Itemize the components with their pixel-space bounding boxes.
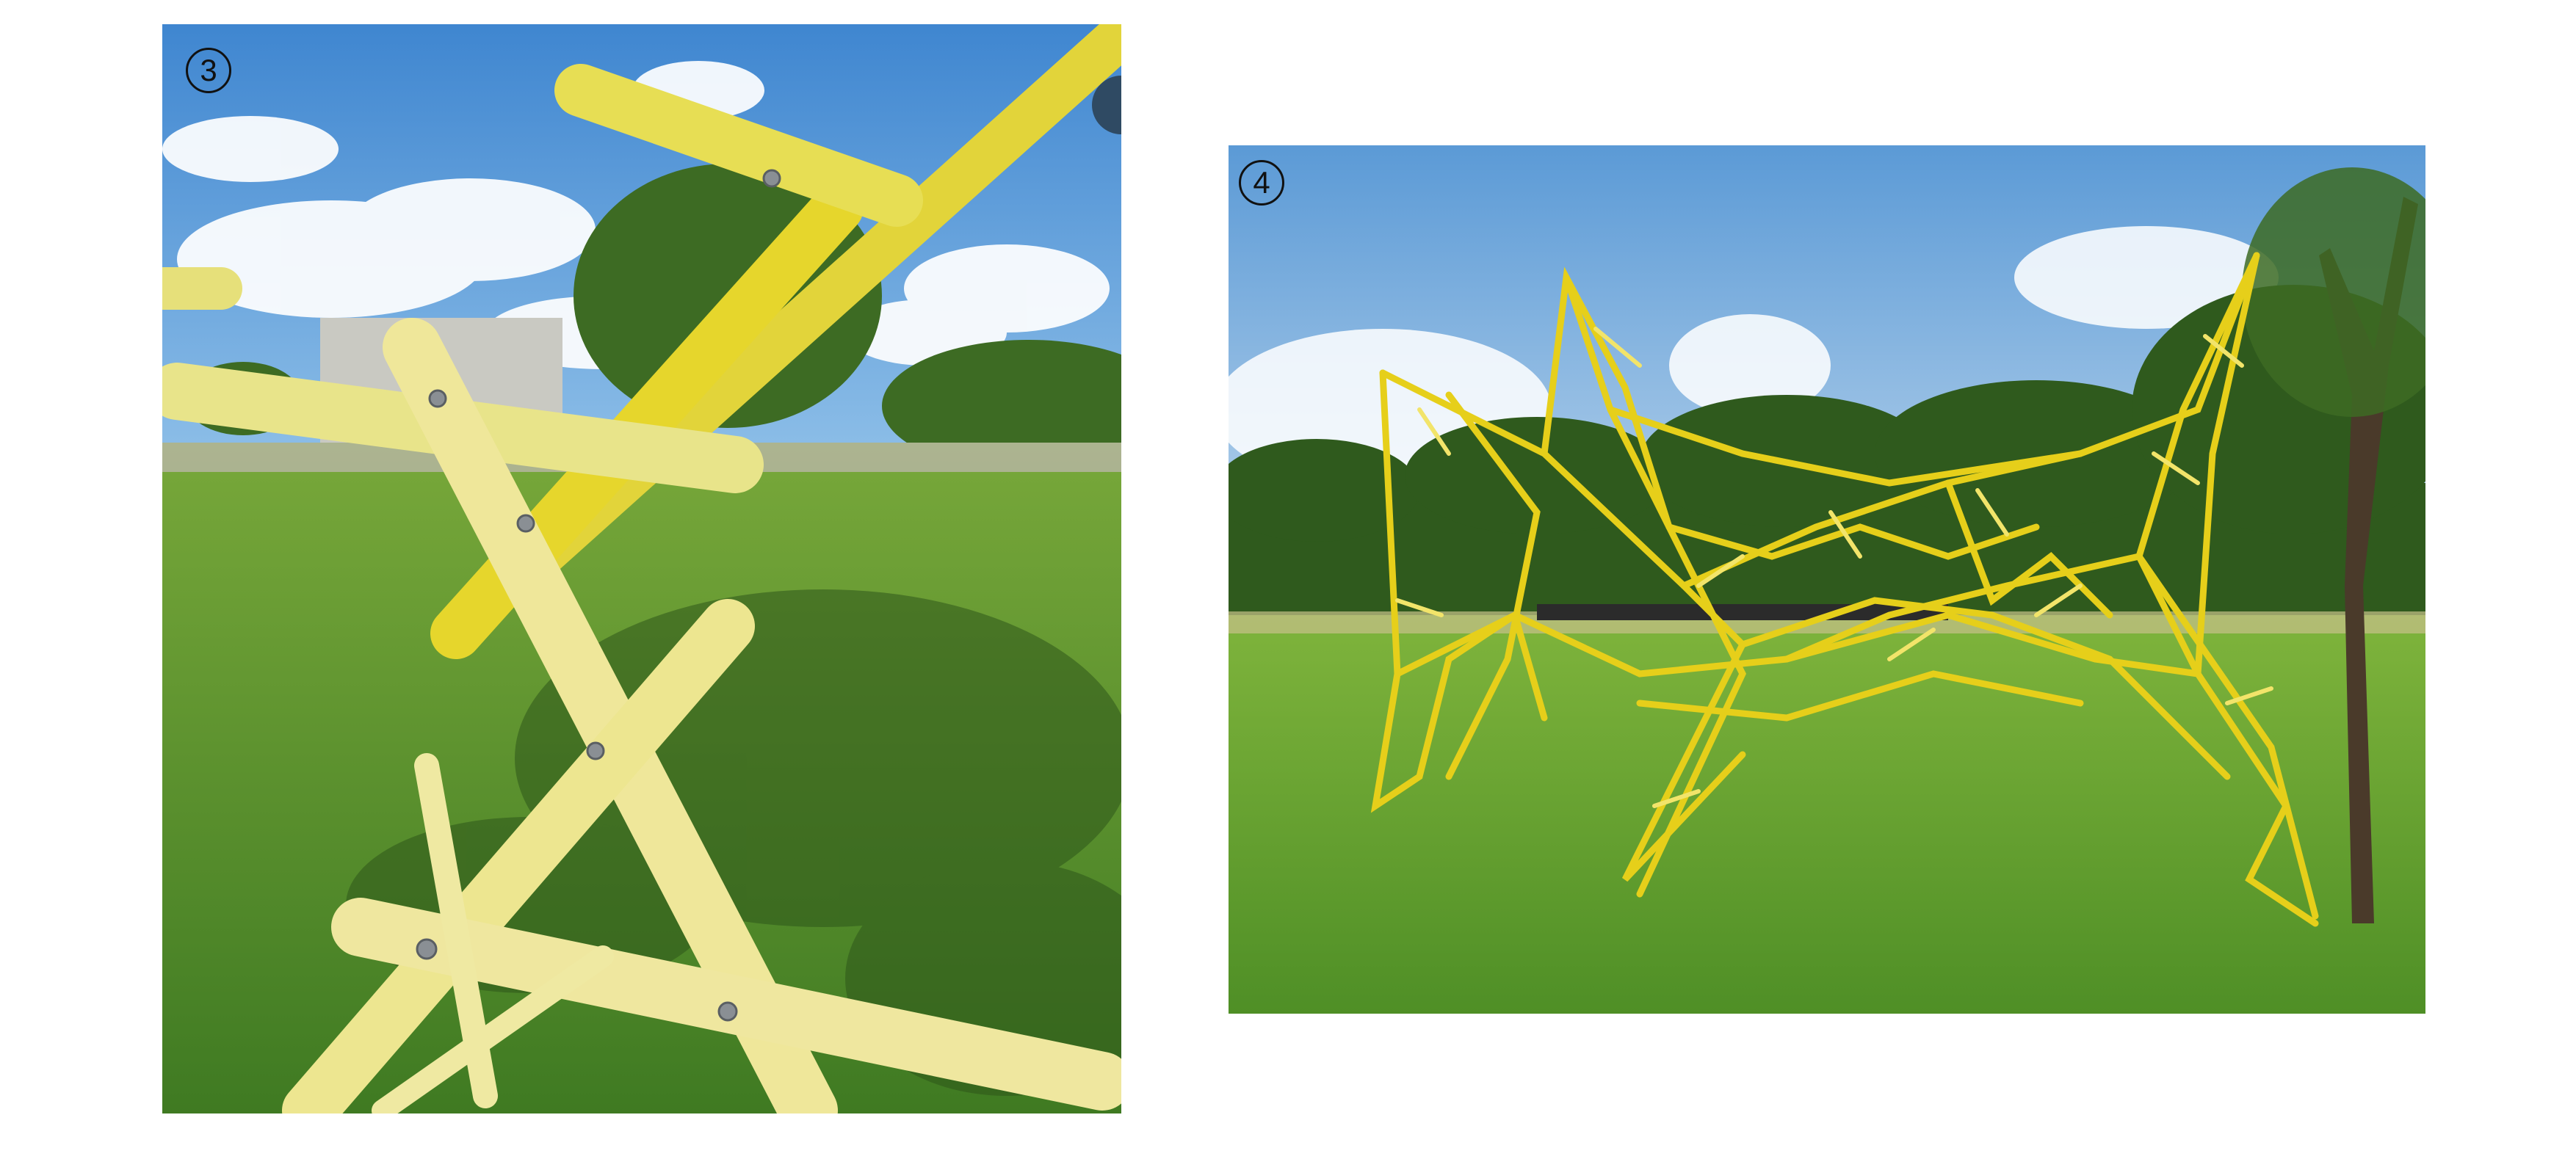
photo-sculpture-full: 4 (1229, 145, 2425, 1014)
sculpture-full-image (1229, 145, 2425, 1014)
lawn (1229, 615, 2425, 1014)
lattice-crossbars (1395, 327, 2273, 808)
figure-number-badge: 4 (1239, 160, 1284, 206)
tube-end (1092, 76, 1121, 134)
yellow-lattice-sculpture (1370, 252, 2319, 927)
sculpture-closeup-image (162, 24, 1121, 1113)
figure-number-badge: 3 (186, 48, 231, 93)
bolts (416, 169, 781, 1022)
photo-sculpture-closeup: 3 (162, 24, 1121, 1113)
tree-canopy (2242, 167, 2425, 417)
